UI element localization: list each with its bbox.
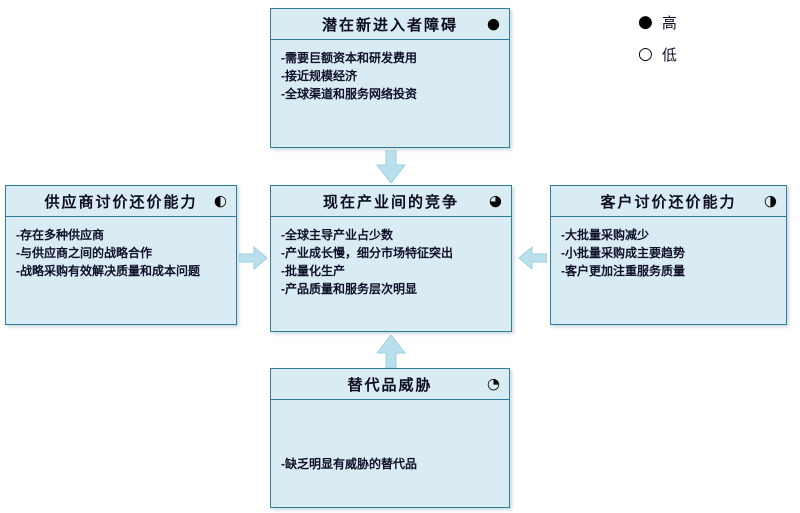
box-title: 供应商讨价还价能力 <box>44 193 198 211</box>
arrow-down-icon <box>376 150 406 183</box>
arrow-left-icon <box>518 246 547 270</box>
box-title-row: 供应商讨价还价能力 ◐ <box>6 186 236 217</box>
box-title: 潜在新进入者障碍 <box>321 16 458 34</box>
box-items: -全球主导产业占少数 -产业成长慢，细分市场特征突出 -批量化生产 -产品质量和… <box>271 217 511 306</box>
box-customer-bargaining-power: 客户讨价还价能力 ◑ -大批量采购减少 -小批量采购成主要趋势 -客户更加注重服… <box>550 185 787 325</box>
box-title-row: 现在产业间的竞争 ◕ <box>271 186 511 217</box>
arrow-up-icon <box>376 335 406 368</box>
legend-low-icon: ○ <box>638 44 653 64</box>
force-item: -产品质量和服务层次明显 <box>281 282 417 296</box>
rating-icon-half-right: ◑ <box>763 191 777 210</box>
force-item: -批量化生产 <box>281 264 345 278</box>
box-items: -缺乏明显有威胁的替代品 <box>271 400 509 481</box>
box-items: -存在多种供应商 -与供应商之间的战略合作 -战略采购有效解决质量和成本问题 <box>6 217 236 288</box>
box-items: -大批量采购减少 -小批量采购成主要趋势 -客户更加注重服务质量 <box>551 217 786 288</box>
force-item: -大批量采购减少 <box>561 228 649 242</box>
box-title: 现在产业间的竞争 <box>322 193 459 211</box>
legend-row-high: ● 高 <box>638 12 677 33</box>
arrow-right-icon <box>239 246 268 270</box>
force-item: -小批量采购成主要趋势 <box>561 246 685 260</box>
legend-low-label: 低 <box>661 47 677 64</box>
force-item: -接近规模经济 <box>281 69 357 83</box>
box-new-entrants-barrier: 潜在新进入者障碍 ● -需要巨额资本和研发费用 -接近规模经济 -全球渠道和服务… <box>270 8 510 148</box>
legend-high-label: 高 <box>661 15 677 32</box>
force-item: -需要巨额资本和研发费用 <box>281 51 417 65</box>
box-supplier-bargaining-power: 供应商讨价还价能力 ◐ -存在多种供应商 -与供应商之间的战略合作 -战略采购有… <box>5 185 237 325</box>
force-item: -存在多种供应商 <box>16 228 104 242</box>
rating-icon-full: ● <box>486 14 500 33</box>
force-item: -全球渠道和服务网络投资 <box>281 87 417 101</box>
box-items: -需要巨额资本和研发费用 -接近规模经济 -全球渠道和服务网络投资 <box>271 40 509 111</box>
box-substitute-threat: 替代品威胁 ◔ -缺乏明显有威胁的替代品 <box>270 368 510 508</box>
rating-icon-half-left: ◐ <box>213 191 227 210</box>
box-title: 客户讨价还价能力 <box>600 193 737 211</box>
force-item: -全球主导产业占少数 <box>281 228 393 242</box>
box-title-row: 客户讨价还价能力 ◑ <box>551 186 786 217</box>
box-title: 替代品威胁 <box>347 376 433 394</box>
force-item: -产业成长慢，细分市场特征突出 <box>281 246 453 260</box>
legend: ● 高 ○ 低 <box>638 12 677 76</box>
legend-high-icon: ● <box>638 12 653 32</box>
force-item: -战略采购有效解决质量和成本问题 <box>16 264 200 278</box>
box-industry-rivalry: 现在产业间的竞争 ◕ -全球主导产业占少数 -产业成长慢，细分市场特征突出 -批… <box>270 185 512 332</box>
box-title-row: 替代品威胁 ◔ <box>271 369 509 400</box>
box-title-row: 潜在新进入者障碍 ● <box>271 9 509 40</box>
legend-row-low: ○ 低 <box>638 44 677 65</box>
force-item: -与供应商之间的战略合作 <box>16 246 152 260</box>
force-item: -缺乏明显有威胁的替代品 <box>281 457 417 471</box>
rating-icon-three-quarter: ◕ <box>488 191 502 210</box>
rating-icon-quarter: ◔ <box>486 374 500 393</box>
force-item: -客户更加注重服务质量 <box>561 264 685 278</box>
